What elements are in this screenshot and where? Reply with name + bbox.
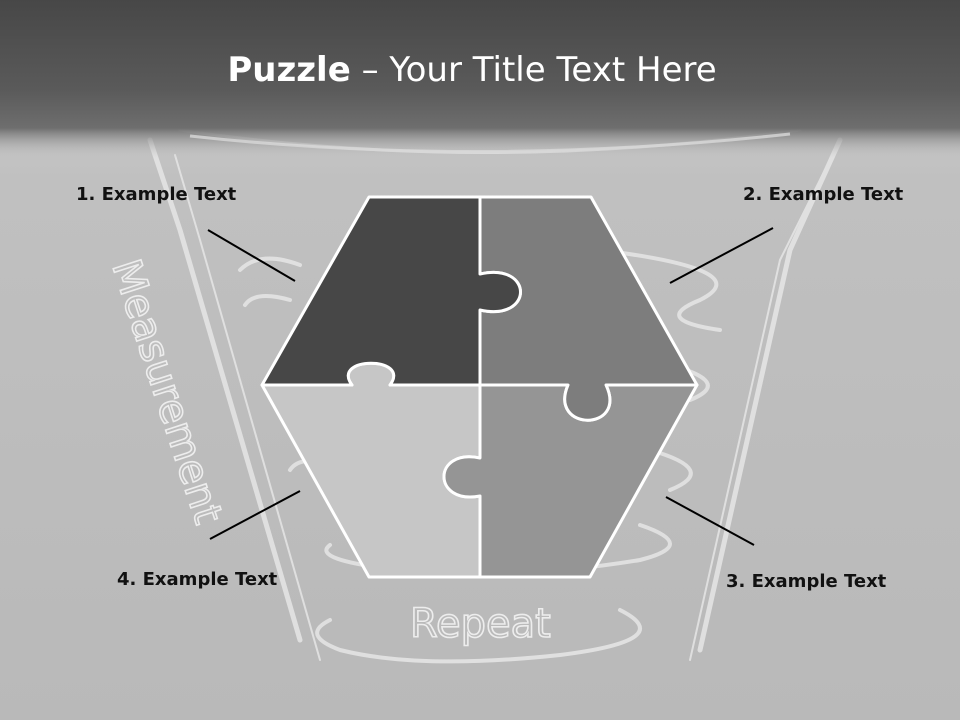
chalk-word-repeat: Repeat (410, 601, 551, 647)
title-rest: – Your Title Text Here (350, 50, 717, 90)
leader-line-2 (669, 227, 774, 284)
header-fade (0, 128, 960, 158)
label-3: 3. Example Text (726, 571, 887, 592)
leader-line-3 (665, 496, 755, 546)
leader-lines (207, 227, 774, 546)
slide-title: Puzzle – Your Title Text Here (0, 50, 944, 90)
label-1: 1. Example Text (76, 184, 237, 205)
leader-line-4 (209, 490, 301, 540)
chalk-drawing (147, 128, 843, 664)
title-bold: Puzzle (227, 50, 351, 90)
label-4: 4. Example Text (117, 569, 278, 590)
label-2: 2. Example Text (743, 184, 904, 205)
leader-line-1 (207, 229, 296, 282)
puzzle-piece-1[interactable] (260, 195, 522, 387)
puzzle (260, 195, 699, 579)
header-band (0, 0, 960, 128)
chalk-rim (189, 132, 791, 154)
